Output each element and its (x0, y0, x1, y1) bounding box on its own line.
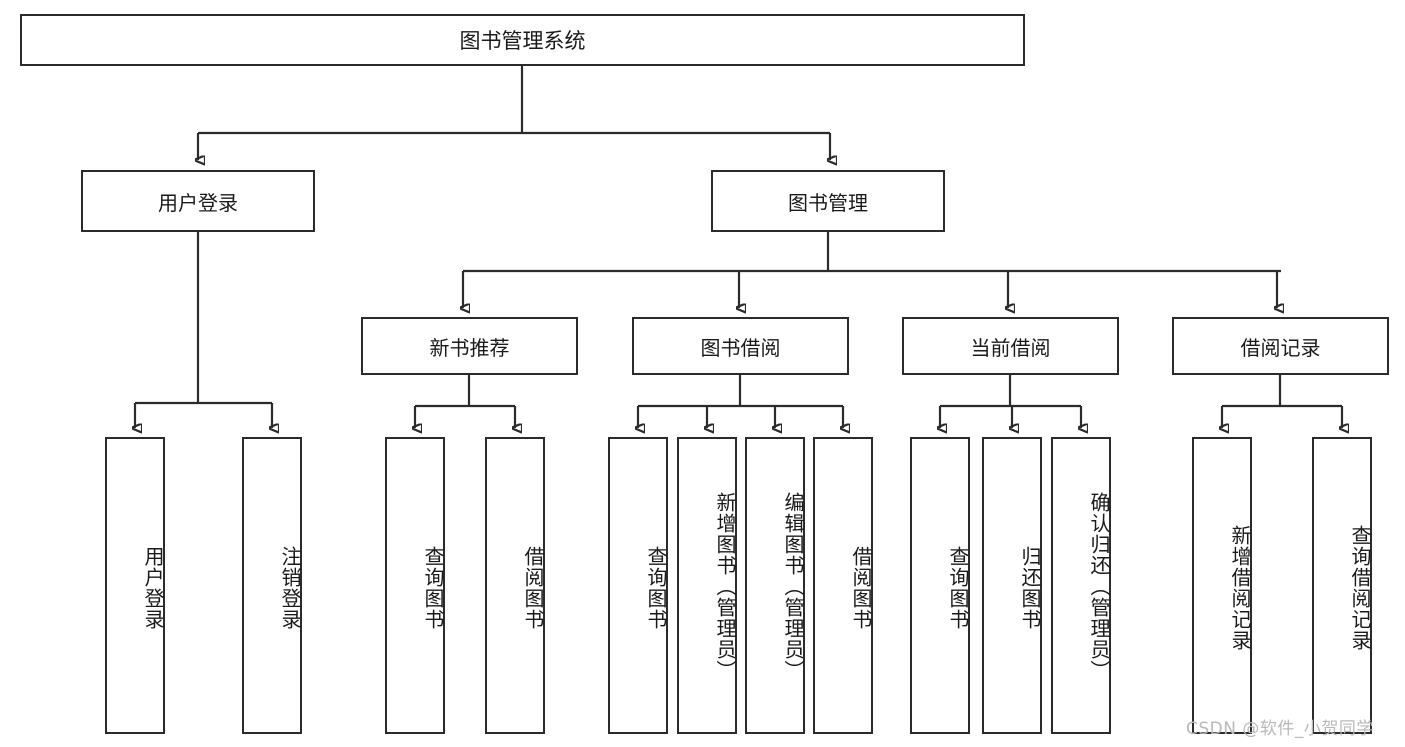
node-leaf-query-book-3-label: 查询图书 (946, 545, 970, 630)
node-leaf-borrow-book-2[interactable]: 借阅图书 (813, 437, 873, 734)
node-new-book-recommend-label: 新书推荐 (429, 335, 510, 360)
node-new-book-recommend[interactable]: 新书推荐 (361, 317, 578, 375)
node-user-login[interactable]: 用户登录 (81, 170, 315, 232)
node-current-borrow[interactable]: 当前借阅 (902, 317, 1119, 375)
node-book-borrow-label: 图书借阅 (700, 335, 781, 360)
node-user-login-label: 用户登录 (158, 190, 238, 215)
node-leaf-confirm-return[interactable]: 确认归还（管理员） (1051, 437, 1111, 734)
node-leaf-edit-book-label: 编辑图书（管理员） (781, 492, 805, 681)
node-book-borrow[interactable]: 图书借阅 (632, 317, 849, 375)
node-borrow-record-label: 借阅记录 (1240, 335, 1321, 360)
node-leaf-query-book-1-label: 查询图书 (421, 545, 445, 630)
node-leaf-confirm-return-label: 确认归还（管理员） (1087, 492, 1111, 681)
csdn-watermark: CSDN @软件_小贺同学 (1186, 719, 1374, 739)
node-borrow-record[interactable]: 借阅记录 (1172, 317, 1389, 375)
node-leaf-add-borrow-record[interactable]: 新增借阅记录 (1192, 437, 1252, 734)
node-leaf-return-book-label: 归还图书 (1018, 545, 1042, 630)
node-leaf-add-book-label: 新增图书（管理员） (713, 492, 737, 681)
node-leaf-query-borrow-record-label: 查询借阅记录 (1348, 524, 1372, 651)
node-leaf-borrow-book-1[interactable]: 借阅图书 (485, 437, 545, 734)
node-leaf-borrow-book-2-label: 借阅图书 (849, 545, 873, 630)
node-leaf-query-borrow-record[interactable]: 查询借阅记录 (1312, 437, 1372, 734)
node-current-borrow-label: 当前借阅 (970, 335, 1051, 360)
node-book-management-label: 图书管理 (788, 190, 868, 215)
node-leaf-user-login-label: 用户登录 (141, 545, 165, 630)
node-leaf-return-book[interactable]: 归还图书 (982, 437, 1042, 734)
node-leaf-add-book[interactable]: 新增图书（管理员） (677, 437, 737, 734)
node-leaf-query-book-3[interactable]: 查询图书 (910, 437, 970, 734)
node-leaf-add-borrow-record-label: 新增借阅记录 (1228, 524, 1252, 651)
node-root[interactable]: 图书管理系统 (20, 14, 1025, 66)
node-root-label: 图书管理系统 (459, 29, 586, 53)
node-leaf-query-book-1[interactable]: 查询图书 (385, 437, 445, 734)
node-leaf-user-logout-label: 注销登录 (278, 545, 302, 630)
node-book-management[interactable]: 图书管理 (711, 170, 945, 232)
node-leaf-user-login[interactable]: 用户登录 (105, 437, 165, 734)
node-leaf-borrow-book-1-label: 借阅图书 (521, 545, 545, 630)
node-leaf-user-logout[interactable]: 注销登录 (242, 437, 302, 734)
node-leaf-query-book-2-label: 查询图书 (644, 545, 668, 630)
node-leaf-query-book-2[interactable]: 查询图书 (608, 437, 668, 734)
node-leaf-edit-book[interactable]: 编辑图书（管理员） (745, 437, 805, 734)
